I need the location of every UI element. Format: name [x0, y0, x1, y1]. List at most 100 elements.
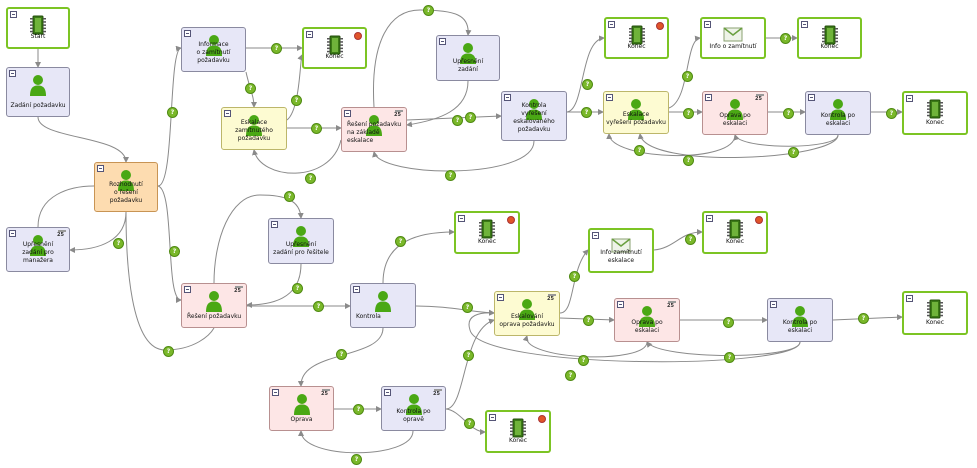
- connector-condition-icon[interactable]: ?: [886, 108, 897, 119]
- node-kontrola-eskal-1[interactable]: Kontrola po eskalaci: [805, 91, 871, 135]
- collapse-toggle-icon[interactable]: [608, 21, 615, 28]
- connector-condition-icon[interactable]: ?: [313, 301, 324, 312]
- connector-condition-icon[interactable]: ?: [783, 108, 794, 119]
- collapse-toggle-icon[interactable]: [9, 230, 16, 237]
- collapse-toggle-icon[interactable]: [704, 21, 711, 28]
- connector-condition-icon[interactable]: ?: [780, 33, 791, 44]
- collapse-toggle-icon[interactable]: [706, 215, 713, 222]
- connector-condition-icon[interactable]: ?: [464, 418, 475, 429]
- node-konec-5[interactable]: Konec: [454, 211, 520, 254]
- node-upresneni-resitel[interactable]: Upřesnění zadání pro řešitele: [268, 218, 334, 264]
- collapse-toggle-icon[interactable]: [97, 165, 104, 172]
- collapse-toggle-icon[interactable]: [592, 232, 599, 239]
- collapse-toggle-icon[interactable]: [10, 11, 17, 18]
- connector-condition-icon[interactable]: ?: [113, 238, 124, 249]
- collapse-toggle-icon[interactable]: [439, 38, 446, 45]
- connector-condition-icon[interactable]: ?: [682, 71, 693, 82]
- node-konec-7[interactable]: Konec: [902, 291, 968, 335]
- connector-condition-icon[interactable]: ?: [582, 79, 593, 90]
- node-konec-3[interactable]: Konec: [797, 17, 862, 59]
- collapse-toggle-icon[interactable]: [808, 94, 815, 101]
- collapse-toggle-icon[interactable]: [353, 286, 360, 293]
- collapse-toggle-icon[interactable]: [504, 94, 511, 101]
- connector-condition-icon[interactable]: ?: [634, 145, 645, 156]
- connector-condition-icon[interactable]: ?: [351, 454, 362, 465]
- node-eskalace-zamit[interactable]: Eskalace zamítnutého požadavku: [221, 107, 287, 150]
- node-informace-zamit[interactable]: Informace o zamítnutí požadavku: [181, 27, 246, 72]
- connector-condition-icon[interactable]: ?: [311, 123, 322, 134]
- collapse-toggle-icon[interactable]: [705, 94, 712, 101]
- node-upresneni-zadani[interactable]: Upřesnění zadání: [436, 35, 500, 81]
- connector-condition-icon[interactable]: ?: [452, 115, 463, 126]
- connector-condition-icon[interactable]: ?: [284, 191, 295, 202]
- connector-condition-icon[interactable]: ?: [462, 302, 473, 313]
- node-konec-6[interactable]: Konec: [702, 211, 768, 254]
- collapse-toggle-icon[interactable]: [271, 221, 278, 228]
- connector-condition-icon[interactable]: ?: [463, 350, 474, 361]
- collapse-toggle-icon[interactable]: [606, 94, 613, 101]
- collapse-toggle-icon[interactable]: [497, 294, 504, 301]
- collapse-toggle-icon[interactable]: [906, 95, 913, 102]
- collapse-toggle-icon[interactable]: [906, 295, 913, 302]
- connector-condition-icon[interactable]: ?: [581, 107, 592, 118]
- node-konec-1[interactable]: Konec: [302, 27, 367, 69]
- connector-condition-icon[interactable]: ?: [578, 355, 589, 366]
- connector-condition-icon[interactable]: ?: [292, 283, 303, 294]
- node-info-zamit-1[interactable]: Info o zamítnutí: [700, 17, 766, 59]
- connector-condition-icon[interactable]: ?: [271, 43, 282, 54]
- collapse-toggle-icon[interactable]: [770, 301, 777, 308]
- connector-condition-icon[interactable]: ?: [167, 107, 178, 118]
- connector-condition-icon[interactable]: ?: [723, 317, 734, 328]
- node-kontrola[interactable]: Kontrola: [350, 283, 416, 328]
- node-eskalace-vyreseni[interactable]: Eskalace vyřešení požadavku: [603, 91, 669, 134]
- collapse-toggle-icon[interactable]: [344, 110, 351, 117]
- node-zadani[interactable]: Zadání požadavku: [6, 67, 70, 117]
- collapse-toggle-icon[interactable]: [384, 389, 391, 396]
- connector-condition-icon[interactable]: ?: [465, 112, 476, 123]
- node-start[interactable]: Start: [6, 7, 70, 49]
- connector-condition-icon[interactable]: ?: [423, 5, 434, 16]
- connector-condition-icon[interactable]: ?: [788, 147, 799, 158]
- connector-condition-icon[interactable]: ?: [336, 349, 347, 360]
- connector-condition-icon[interactable]: ?: [858, 313, 869, 324]
- connector-condition-icon[interactable]: ?: [395, 236, 406, 247]
- node-konec-4[interactable]: Konec: [902, 91, 968, 135]
- node-rozhodnuti[interactable]: Rozhodnutí o řešení požadavku: [94, 162, 158, 212]
- connector-condition-icon[interactable]: ?: [353, 404, 364, 415]
- connector-condition-icon[interactable]: ?: [569, 271, 580, 282]
- connector-condition-icon[interactable]: ?: [169, 246, 180, 257]
- connector-condition-icon[interactable]: ?: [565, 370, 576, 381]
- collapse-toggle-icon[interactable]: [184, 30, 191, 37]
- collapse-toggle-icon[interactable]: [306, 31, 313, 38]
- collapse-toggle-icon[interactable]: [224, 110, 231, 117]
- collapse-toggle-icon[interactable]: [801, 21, 808, 28]
- connector-condition-icon[interactable]: ?: [245, 83, 256, 94]
- connector-condition-icon[interactable]: ?: [683, 108, 694, 119]
- connector-condition-icon[interactable]: ?: [291, 95, 302, 106]
- collapse-toggle-icon[interactable]: [458, 215, 465, 222]
- collapse-toggle-icon[interactable]: [489, 414, 496, 421]
- connector-condition-icon[interactable]: ?: [445, 170, 456, 181]
- connector-condition-icon[interactable]: ?: [683, 155, 694, 166]
- connector-condition-icon[interactable]: ?: [685, 234, 696, 245]
- connector-condition-icon[interactable]: ?: [163, 346, 174, 357]
- collapse-toggle-icon[interactable]: [617, 301, 624, 308]
- node-info-zamit-eskal[interactable]: Info zamítnutí eskalace: [588, 228, 654, 273]
- node-konec-8[interactable]: Konec: [485, 410, 551, 453]
- connector-condition-icon[interactable]: ?: [305, 173, 316, 184]
- connector-condition-icon[interactable]: ?: [724, 352, 735, 363]
- node-konec-2[interactable]: Konec: [604, 17, 669, 59]
- node-kontrola-eskal-reseni[interactable]: Kontrola vyřešení eskalovaného požadavku: [501, 91, 567, 141]
- node-kontrola-eskal-2[interactable]: Kontrola po eskalaci: [767, 298, 833, 342]
- collapse-toggle-icon[interactable]: [272, 389, 279, 396]
- connector-condition-icon[interactable]: ?: [583, 315, 594, 326]
- collapse-toggle-icon[interactable]: [9, 70, 16, 77]
